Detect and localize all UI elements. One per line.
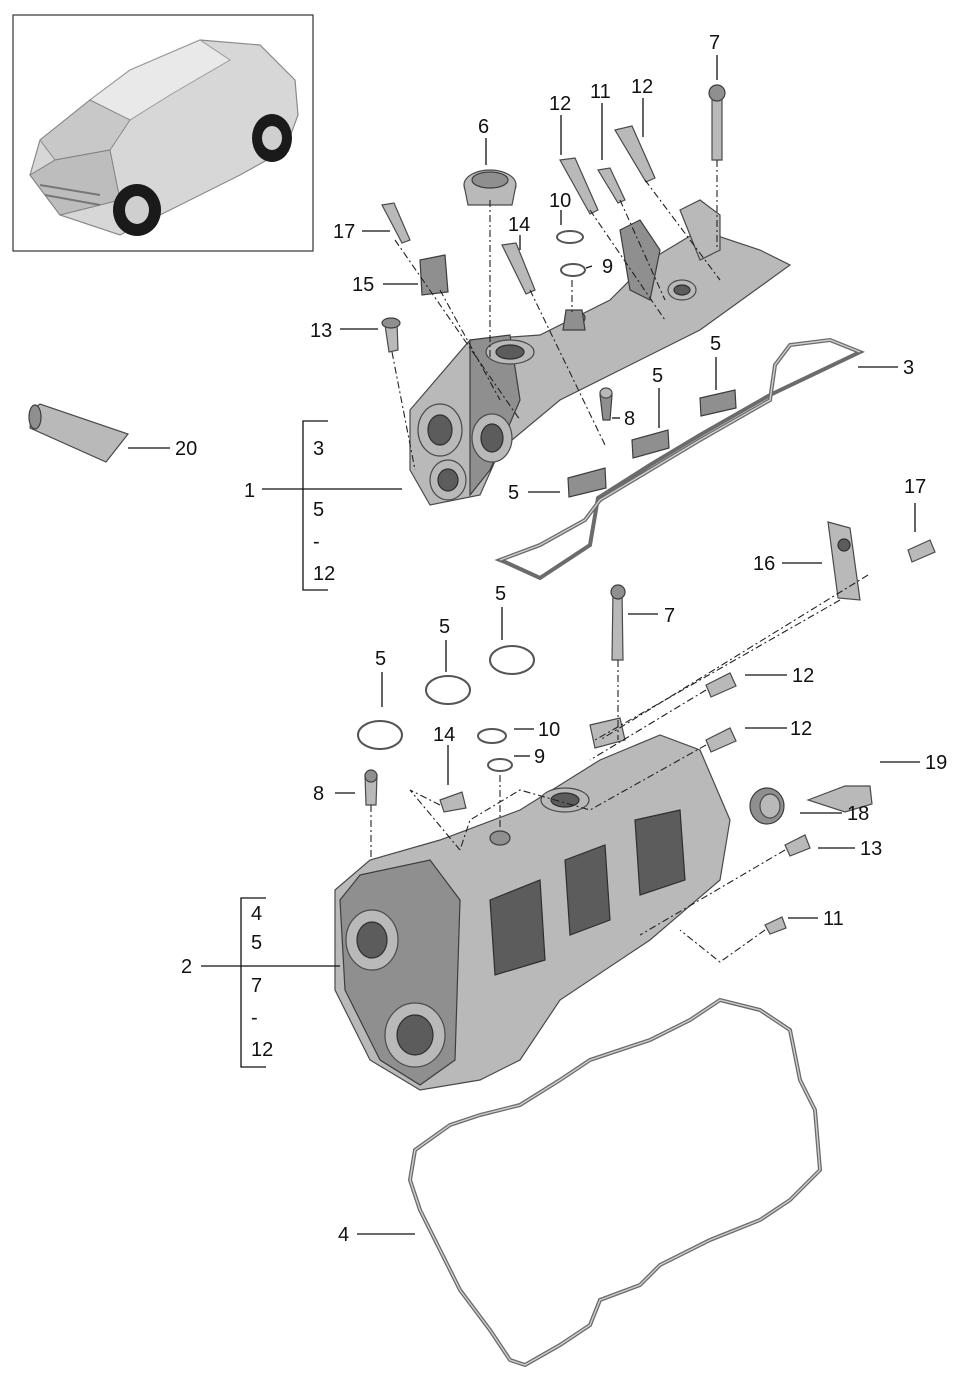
bracket-1-item: 5 [313, 499, 324, 521]
callout-5-upper-right: 5 [710, 333, 721, 355]
bracket-2-item: 7 [251, 975, 262, 997]
bracket-1-list: 3 5 - 12 [313, 438, 335, 585]
callout-17-top: 17 [333, 221, 355, 243]
callout-5-upper-mid: 5 [652, 365, 663, 387]
upper-cover-gasket [494, 337, 865, 581]
bracket-2-item: - [251, 1007, 258, 1029]
callout-6: 6 [478, 116, 489, 138]
callout-14-top: 14 [508, 214, 530, 236]
callout-labels: 7 6 12 11 12 10 14 17 9 15 13 5 3 5 8 20… [175, 32, 947, 1246]
bracket-1-item: 12 [313, 563, 335, 585]
callout-19: 19 [925, 752, 947, 774]
callout-18: 18 [847, 803, 869, 825]
callout-7-lower: 7 [664, 605, 675, 627]
callout-15: 15 [352, 274, 374, 296]
bracket-2-item: 5 [251, 932, 262, 954]
suv-car-icon [29, 39, 299, 236]
bracket-2-item: 4 [251, 903, 262, 925]
callout-10-top: 10 [549, 190, 571, 212]
callout-2: 2 [181, 956, 192, 978]
vehicle-thumbnail [12, 14, 314, 252]
lower-valve-cover [334, 717, 731, 1091]
callout-11-top: 11 [590, 81, 611, 103]
callout-5-lower-mid: 5 [439, 616, 450, 638]
callout-20: 20 [175, 438, 197, 460]
callout-12-lower-top: 12 [792, 665, 814, 687]
callout-12-top-right: 12 [631, 76, 653, 98]
callout-1: 1 [244, 480, 255, 502]
assembly-lines [370, 160, 869, 963]
sealant-tube-part [28, 403, 129, 463]
callout-5-lower-right: 5 [495, 583, 506, 605]
bracket-1-item: - [313, 531, 320, 553]
lower-cover-gasket [407, 997, 823, 1368]
callout-10-lower: 10 [538, 719, 560, 741]
upper-spark-seals [567, 389, 737, 498]
lower-small-parts [357, 521, 936, 935]
callout-13-top: 13 [310, 320, 332, 342]
callout-8-top: 8 [624, 408, 635, 430]
callout-12-lower-bottom: 12 [790, 718, 812, 740]
upper-small-parts [381, 84, 726, 421]
callout-16: 16 [753, 553, 775, 575]
callout-14-lower: 14 [433, 724, 455, 746]
callout-17-right: 17 [904, 476, 926, 498]
callout-8-lower: 8 [313, 783, 324, 805]
upper-valve-cover [409, 199, 792, 506]
callout-5-lower-left: 5 [375, 648, 386, 670]
callout-4: 4 [338, 1224, 349, 1246]
bracket-2-item: 12 [251, 1039, 273, 1061]
leader-lines [128, 55, 920, 1235]
callout-7-top: 7 [709, 32, 720, 54]
callout-9-lower: 9 [534, 746, 545, 768]
callout-3: 3 [903, 357, 914, 379]
callout-12-top-left: 12 [549, 93, 571, 115]
callout-5-upper-left: 5 [508, 482, 519, 504]
callout-11-lower: 11 [823, 908, 844, 930]
callout-9-top: 9 [602, 256, 613, 278]
callout-13-lower: 13 [860, 838, 882, 860]
bracket-2-list: 4 5 7 - 12 [251, 903, 273, 1061]
bracket-1-item: 3 [313, 438, 324, 460]
